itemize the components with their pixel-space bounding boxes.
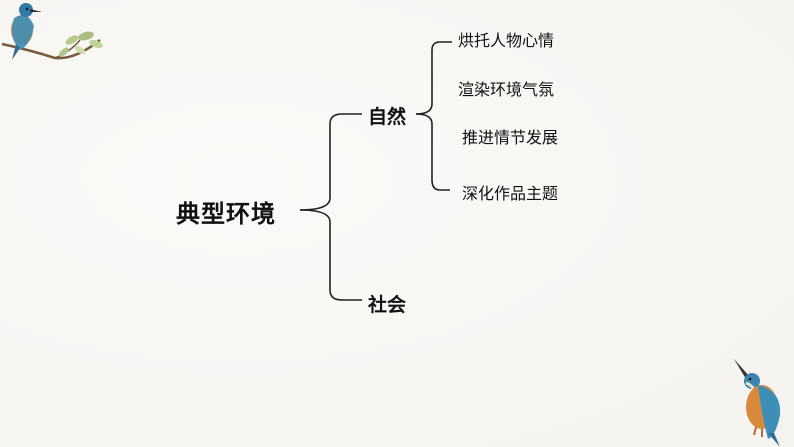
connector-root-brace [299,113,362,211]
kingfisher-branch-illustration [1,3,103,60]
leaf-item: 推进情节发展 [462,128,559,147]
branch-society-label: 社会 [368,294,407,316]
connector-nature-brace-lower [415,113,450,191]
branch-nature-label: 自然 [368,106,407,128]
connector-root-brace-lower [299,209,362,301]
leaf-item: 深化作品主题 [462,184,559,203]
leaf-item: 烘托人物心情 [458,31,555,50]
leaf-item: 渲染环境气氛 [458,80,555,99]
connector-nature-brace [415,41,452,115]
diagram-root-label: 典型环境 [176,200,276,228]
kingfisher-illustration [734,359,781,447]
